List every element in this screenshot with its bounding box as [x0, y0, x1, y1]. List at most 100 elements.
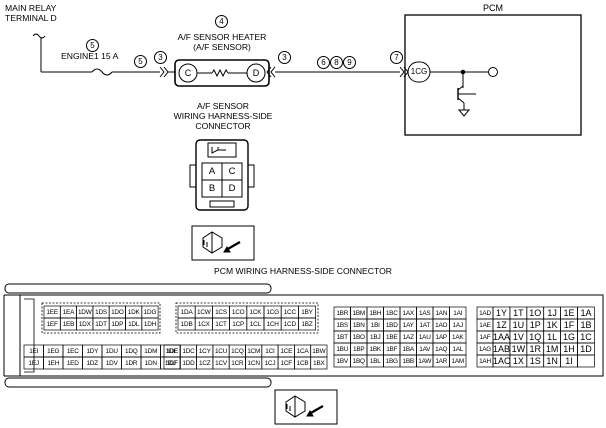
callout-right-connector: 3	[278, 51, 291, 64]
pcm-pin-1cm: 1CM	[247, 347, 261, 355]
pcm-pin-1ar: 1AR	[435, 357, 448, 365]
pcm-pin-1bc: 1BC	[385, 309, 398, 317]
pcm-pin-1bt: 1BT	[336, 333, 348, 341]
pcm-box	[404, 14, 582, 136]
pcm-pin-1cj: 1CJ	[264, 359, 276, 367]
pcm-pin-1bm: 1BM	[352, 309, 366, 317]
pcm-pin-1ax: 1AX	[402, 309, 415, 317]
pcm-pin-1ec: 1EC	[66, 347, 79, 355]
pcm-pin-1f: 1F	[563, 319, 575, 330]
callout-fuse: 5	[86, 39, 99, 52]
pcm-pin-1d: 1D	[580, 343, 592, 354]
pcm-pin-1aw: 1AW	[418, 357, 432, 365]
pcm-pin-1h: 1H	[563, 343, 575, 354]
pcm-pin-1by: 1BY	[301, 308, 313, 316]
pcm-pin-1bq: 1BQ	[352, 357, 365, 365]
callout-wire-b: 8	[330, 56, 343, 69]
pcm-pin-1af: 1AF	[479, 333, 491, 341]
pcm-pin-1bd: 1BD	[385, 321, 398, 329]
pcm-pin-1dz: 1DZ	[86, 359, 99, 367]
pcm-pin-1ci: 1CI	[265, 347, 275, 355]
callout-wire-c: 9	[343, 56, 356, 69]
pcm-pin-1dj: 1DJ	[164, 359, 176, 367]
pcm-pin-1do: 1DO	[111, 308, 124, 316]
pcm-pin-1v: 1V	[512, 331, 524, 342]
pcm-pin-1ai: 1AI	[453, 309, 463, 317]
pcm-pin-1de: 1DE	[166, 347, 179, 355]
pcm-pin-1c: 1C	[580, 331, 592, 342]
harness-label-line3: CONNECTOR	[195, 121, 251, 131]
pcm-pin-1m: 1M	[545, 343, 559, 354]
pcm-pin-1du: 1DU	[105, 347, 118, 355]
pcm-pin-1z: 1Z	[496, 319, 507, 330]
af-sensor-connector-drawing	[189, 139, 255, 211]
pcm-pin-1cz: 1CZ	[199, 359, 211, 367]
pcm-pin-1dr: 1DR	[125, 359, 138, 367]
pcm-pin-1ah: 1AH	[479, 357, 491, 365]
pcm-pin-1bp: 1BP	[353, 345, 365, 353]
pcm-pin-1bi: 1BI	[370, 321, 380, 329]
main-relay-label-line2: TERMINAL D	[5, 13, 57, 23]
pcm-pin-1a: 1A	[580, 307, 592, 318]
pcm-pin-1bs: 1BS	[336, 321, 349, 329]
callout-pcm-connector: 7	[390, 51, 403, 64]
pcm-pin-1dx: 1DX	[78, 320, 91, 328]
pcm-pin-1q: 1Q	[529, 331, 542, 342]
terminal-c-label: C	[184, 68, 192, 78]
pcm-pin-1ae: 1AE	[479, 321, 491, 329]
pcm-pin-1co: 1CO	[231, 308, 245, 316]
harness-label-line1: A/F SENSOR	[196, 101, 250, 111]
pcm-pin-1be: 1BE	[386, 333, 398, 341]
pcm-pin-1ea: 1EA	[62, 308, 75, 316]
pcm-pin-1av: 1AV	[419, 345, 431, 353]
pcm-pin-1am: 1AM	[451, 357, 465, 365]
pcm-pin-1cp: 1CP	[232, 320, 245, 328]
pcm-pin-1w: 1W	[511, 343, 526, 354]
pcm-pin-1ao: 1AO	[435, 321, 448, 329]
pcm-pin-1an: 1AN	[435, 309, 448, 317]
pcm-pin-1ay: 1AY	[402, 321, 414, 329]
pcm-pin-1df: 1DF	[166, 359, 178, 367]
pcm-pin-cell	[449, 354, 467, 368]
pcm-pin-1g: 1G	[563, 331, 576, 342]
callout-heater: 4	[215, 15, 228, 28]
pcm-pin-1bn: 1BN	[352, 321, 365, 329]
pcm-pin-1ej: 1EJ	[28, 359, 40, 367]
pcm-pin-1x: 1X	[512, 355, 524, 366]
pcm-pin-1ce: 1CE	[280, 347, 293, 355]
pcm-pin-1dv: 1DV	[105, 359, 118, 367]
pcm-pin-1aa: 1AA	[493, 331, 510, 342]
pcm-pin-1ck: 1CK	[249, 308, 262, 316]
pcm-pin-1ef: 1EF	[46, 320, 58, 328]
pcm-pin-cell	[577, 354, 595, 368]
pcm-pin-1al: 1AL	[452, 345, 464, 353]
pcm-pin-1cg: 1CG	[266, 308, 279, 316]
pcm-pin-1br: 1BR	[336, 309, 349, 317]
pcm-pin-1dy: 1DY	[86, 347, 99, 355]
pcm-pin-1cn: 1CN	[247, 359, 260, 367]
pcm-pin-1bg: 1BG	[385, 357, 398, 365]
callout-wire-a: 6	[317, 56, 330, 69]
pcm-pin-1r: 1R	[529, 343, 541, 354]
pcm-pin-1l: 1L	[547, 331, 558, 342]
pcm-pin-1bl: 1BL	[369, 357, 381, 365]
pcm-pin-1ct: 1CT	[215, 320, 227, 328]
pcm-pin-1bj: 1BJ	[370, 333, 381, 341]
af-sensor-heater	[174, 59, 270, 87]
pcm-pin-1ee: 1EE	[46, 308, 58, 316]
pcm-pin-1ch: 1CH	[266, 320, 279, 328]
pcm-pin-cell	[298, 317, 316, 331]
pcm-pin-1cd: 1CD	[283, 320, 296, 328]
pcm-pin-1dl: 1DL	[128, 320, 140, 328]
pcm-label: PCM	[483, 3, 503, 13]
pcm-pin-1ba: 1BA	[402, 345, 415, 353]
pcm-pin-1eg: 1EG	[47, 347, 60, 355]
pcm-pin-1cv: 1CV	[215, 359, 227, 367]
pcm-pin-1n: 1N	[546, 355, 558, 366]
pcm-pin-1cl: 1CL	[249, 320, 261, 328]
terminal-d-label: D	[252, 68, 260, 78]
connector-view-icon-top	[191, 225, 255, 261]
pcm-pin-1i: 1I	[565, 355, 573, 366]
pcm-pin-1eh: 1EH	[47, 359, 60, 367]
